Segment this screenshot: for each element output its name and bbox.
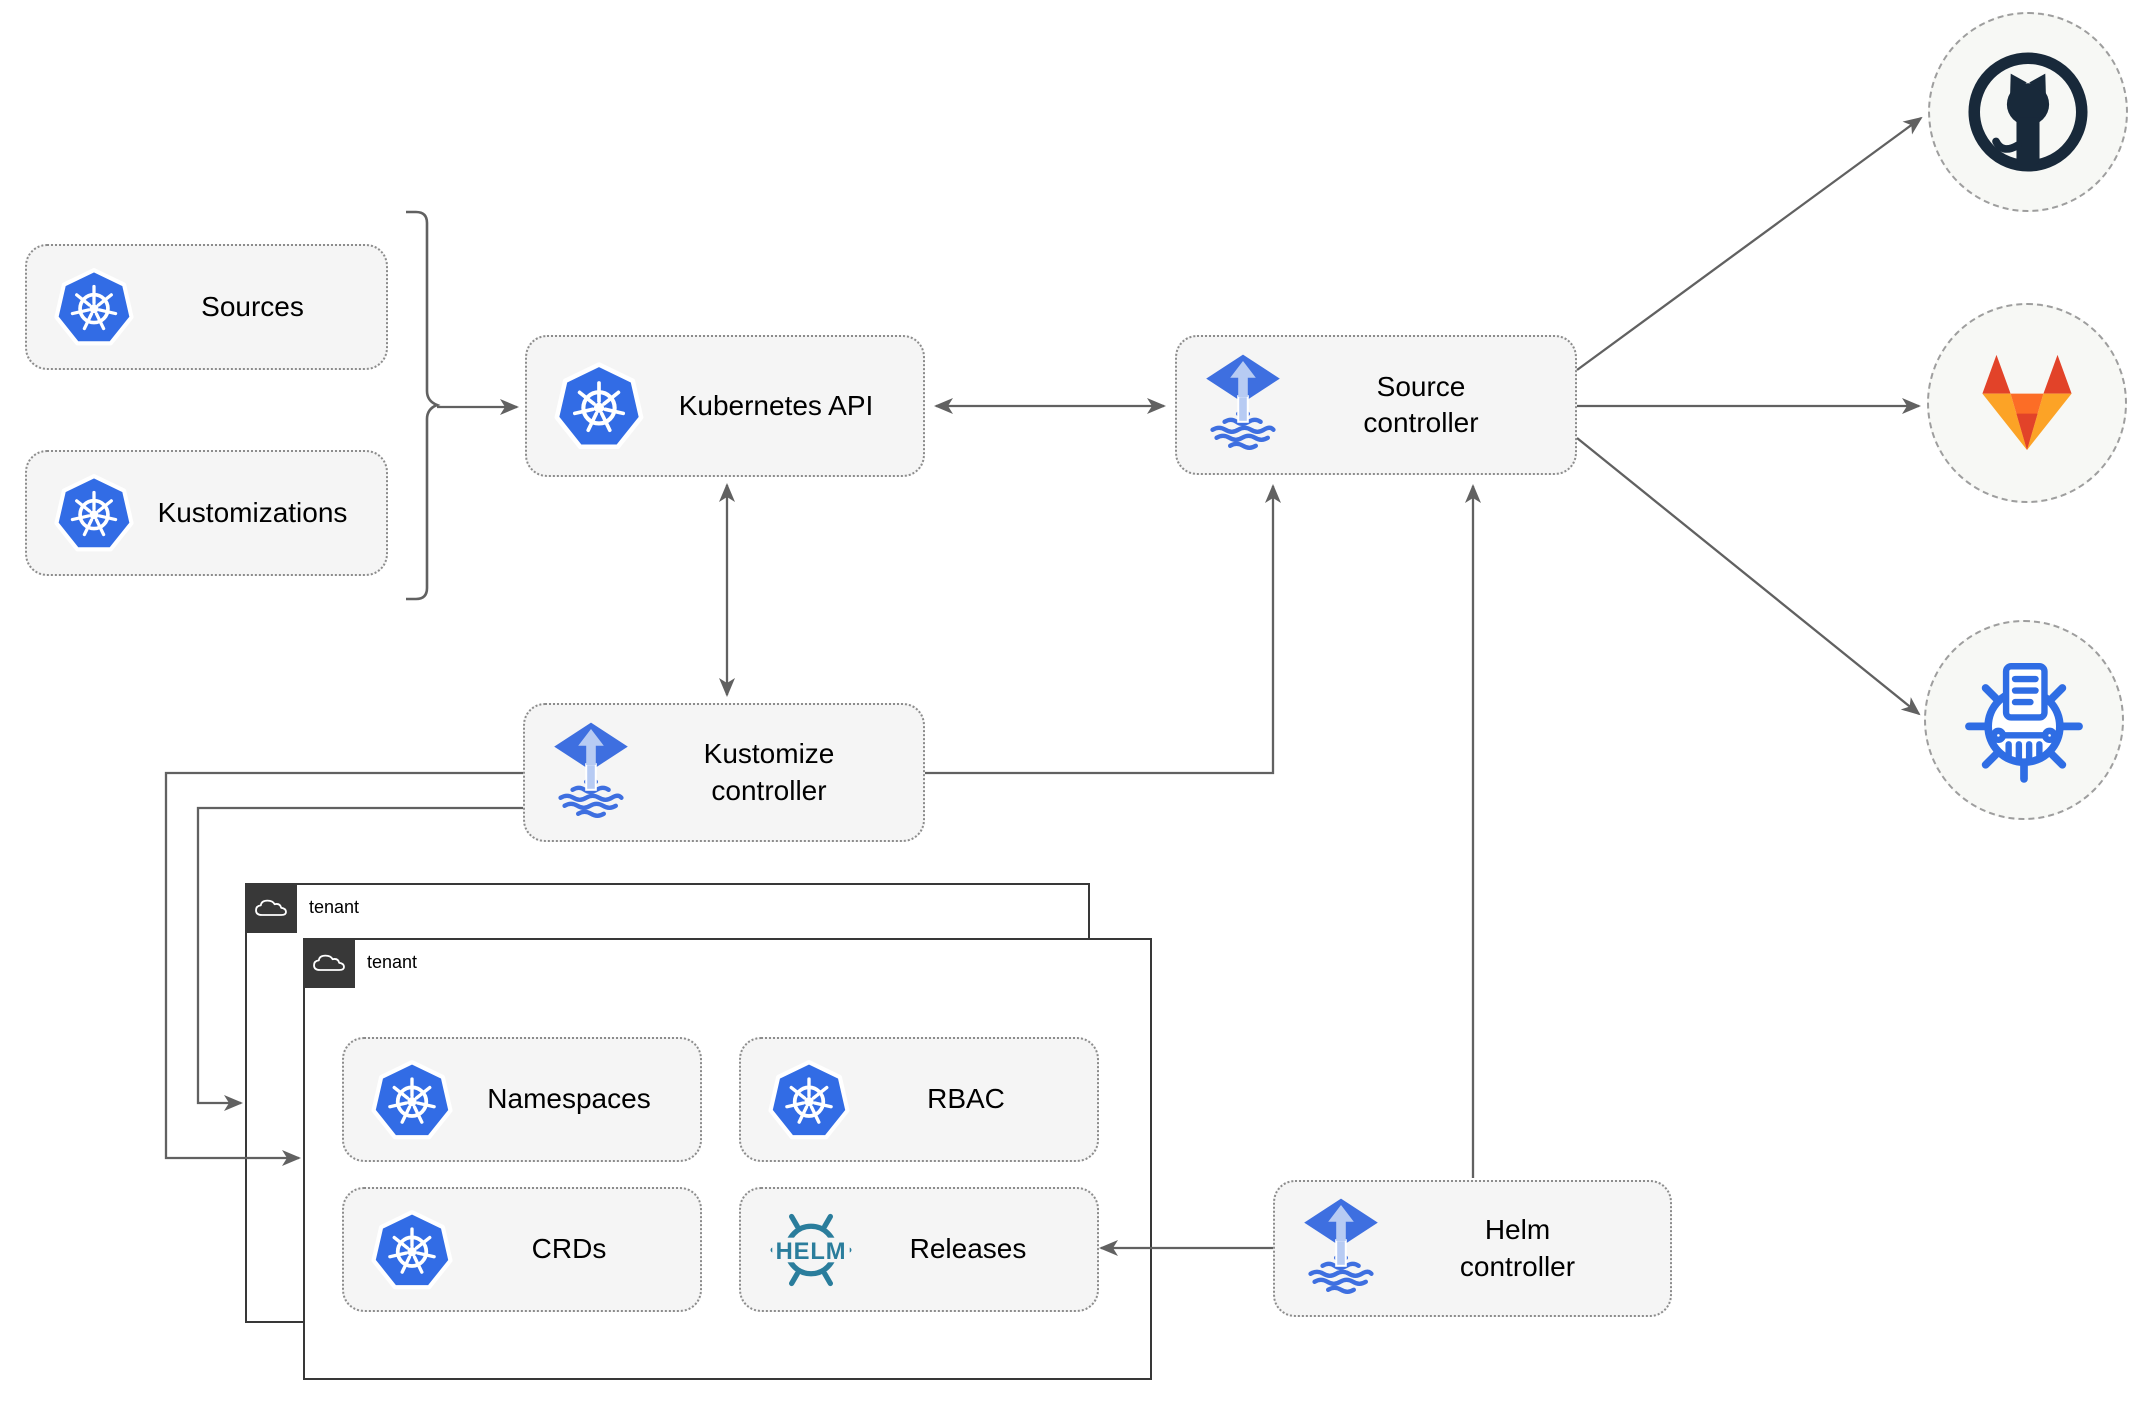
node-label-text: Helm controller: [1459, 1214, 1576, 1282]
kubernetes-icon: [53, 472, 135, 554]
node-label: Source controller: [1283, 369, 1559, 442]
node-releases: HELM Releases: [739, 1187, 1099, 1312]
node-label: CRDs: [454, 1231, 684, 1267]
node-label: Kustomizations: [135, 495, 370, 531]
edge-source-to-chartmuseum: [1576, 437, 1921, 716]
edge-kustomize-to-source-controller: [925, 484, 1281, 775]
flux-icon: [551, 721, 631, 825]
kubernetes-icon: [553, 360, 645, 452]
helm-icon: HELM: [767, 1206, 855, 1294]
node-rbac: RBAC: [739, 1037, 1099, 1162]
node-label-text: Kustomize controller: [703, 738, 835, 806]
helm-wordmark: HELM: [776, 1237, 847, 1264]
tenant-outer-label: tenant: [309, 897, 360, 917]
node-label: Kubernetes API: [645, 388, 907, 424]
node-label-text: Source controller: [1363, 370, 1479, 438]
node-label-text: Namespaces: [487, 1083, 651, 1115]
node-label-text: Kubernetes API: [678, 389, 874, 421]
node-label: Kustomize controller: [631, 736, 907, 809]
flux-icon: [1301, 1197, 1381, 1301]
node-label: RBAC: [851, 1081, 1081, 1117]
endpoint-gitlab: [1927, 303, 2127, 503]
kubernetes-icon: [370, 1208, 454, 1292]
cloud-icon: [253, 897, 289, 919]
node-label-text: Sources: [201, 290, 304, 322]
node-kustomize-controller: Kustomize controller: [523, 703, 925, 842]
node-namespaces: Namespaces: [342, 1037, 702, 1162]
node-label-text: RBAC: [927, 1083, 1005, 1115]
endpoint-github: [1928, 12, 2128, 212]
group-tenant-inner: tenant Namespaces: [302, 937, 1152, 1380]
gitlab-icon: [1968, 349, 2086, 457]
node-sources: Sources: [25, 244, 388, 370]
node-label: Helm controller: [1381, 1212, 1654, 1285]
node-helm-controller: Helm controller: [1273, 1180, 1672, 1317]
node-label-text: Kustomizations: [157, 496, 348, 528]
kubernetes-icon: [53, 266, 135, 348]
flux-icon: [1203, 353, 1283, 457]
node-kustomizations: Kustomizations: [25, 450, 388, 576]
endpoint-chartmuseum: [1924, 620, 2124, 820]
node-label-text: CRDs: [531, 1233, 607, 1265]
cloud-icon: [311, 952, 347, 974]
node-label: Sources: [135, 289, 370, 325]
tenant-outer-header: [244, 882, 297, 933]
bracket-sources-kustomizations: [406, 210, 441, 601]
node-label: Releases: [855, 1231, 1081, 1267]
tenant-inner-header: [302, 937, 355, 988]
kubernetes-icon: [767, 1058, 851, 1142]
node-label-text: Releases: [909, 1233, 1027, 1265]
kubernetes-icon: [370, 1058, 454, 1142]
node-source-controller: Source controller: [1175, 335, 1577, 475]
edge-source-to-github: [1576, 116, 1923, 371]
chartmuseum-icon: [1960, 656, 2088, 784]
node-kubernetes-api: Kubernetes API: [525, 335, 925, 477]
node-label: Namespaces: [454, 1081, 684, 1117]
node-crds: CRDs: [342, 1187, 702, 1312]
github-icon: [1964, 48, 2092, 176]
tenant-inner-label: tenant: [367, 952, 418, 972]
